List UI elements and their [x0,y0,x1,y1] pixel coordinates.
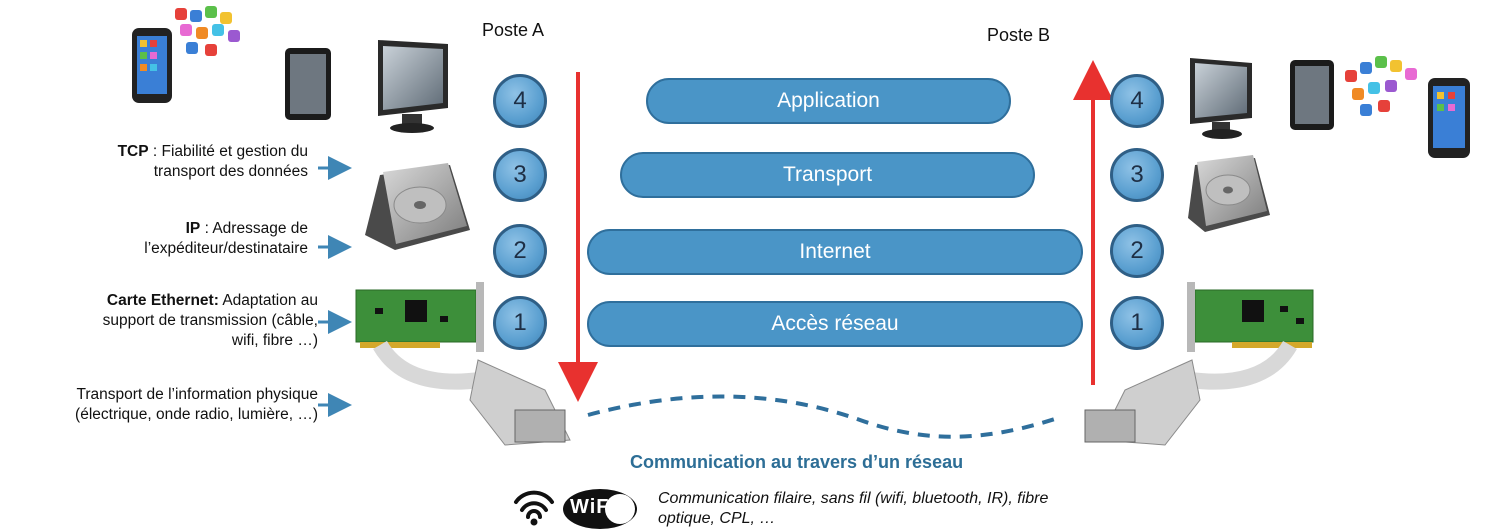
ethernet-card-icon [1187,282,1314,352]
ethernet-cable-icon [1084,340,1297,446]
layer-pill-network-access: Accès réseau [587,301,1083,347]
layer-number-circle-a: 4 [493,74,547,128]
monitor-icon [1190,58,1252,139]
ethernet-annotation: Carte Ethernet: Adaptation au support de… [0,291,318,351]
wifi-logo-icon [563,489,637,529]
network-description: Communication filaire, sans fil (wifi, b… [658,490,1049,527]
hard-drive-icon [1188,155,1270,232]
app-icons-cluster-icon [1345,56,1417,116]
ip-annotation: IP : Adressage de l’expéditeur/destinata… [8,219,308,259]
layer-number-circle-a: 2 [493,224,547,278]
ip-text: : Adressage de [200,220,308,237]
physical-annotation: Transport de l’information physique (éle… [0,385,318,425]
hard-drive-icon [365,163,470,250]
wifi-dot-icon [530,518,538,526]
layer-number-circle-b: 1 [1110,296,1164,350]
layer-pill-internet: Internet [587,229,1083,275]
ip-text-line2: l’expéditeur/destinataire [144,240,308,257]
tcp-annotation: TCP : Fiabilité et gestion du transport … [8,142,308,182]
physical-text-line2: (électrique, onde radio, lumière, …) [75,406,318,423]
station-b-title: Poste B [987,25,1051,45]
tcp-text: : Fiabilité et gestion du [148,143,308,160]
tcp-label: TCP [117,143,149,160]
ethernet-text-line2: support de transmission (câble, [102,312,318,329]
smartphone-icon [132,28,172,103]
ethernet-card-icon [355,282,484,352]
monitor-icon [378,40,448,133]
layer-number-circle-a: 3 [493,148,547,202]
layer-number-circle-b: 4 [1110,74,1164,128]
app-icons-cluster-icon [175,6,240,56]
tablet-icon [1290,60,1334,130]
layer-number-circle-b: 2 [1110,224,1164,278]
layer-number-circle-b: 3 [1110,148,1164,202]
tablet-icon [285,48,331,120]
physical-text-line1: Transport de l’information physique [76,386,318,403]
ethernet-label: Carte Ethernet: [106,292,219,309]
ethernet-text: Adaptation au [218,292,318,309]
network-link-curve [587,394,1059,439]
layer-number-circle-a: 1 [493,296,547,350]
wifi-signal-icon [514,490,554,519]
ethernet-cable-icon [373,340,571,446]
ip-label: IP [185,220,201,237]
wifi-logo-text: WiFi [570,496,617,518]
smartphone-icon [1428,78,1470,158]
ethernet-text-line3: wifi, fibre …) [231,332,318,349]
station-a-title: Poste A [482,20,545,40]
layer-pill-application: Application [646,78,1011,124]
layer-pill-transport: Transport [620,152,1035,198]
network-title: Communication au travers d’un réseau [630,452,964,472]
tcp-text-line2: transport des données [153,163,308,180]
